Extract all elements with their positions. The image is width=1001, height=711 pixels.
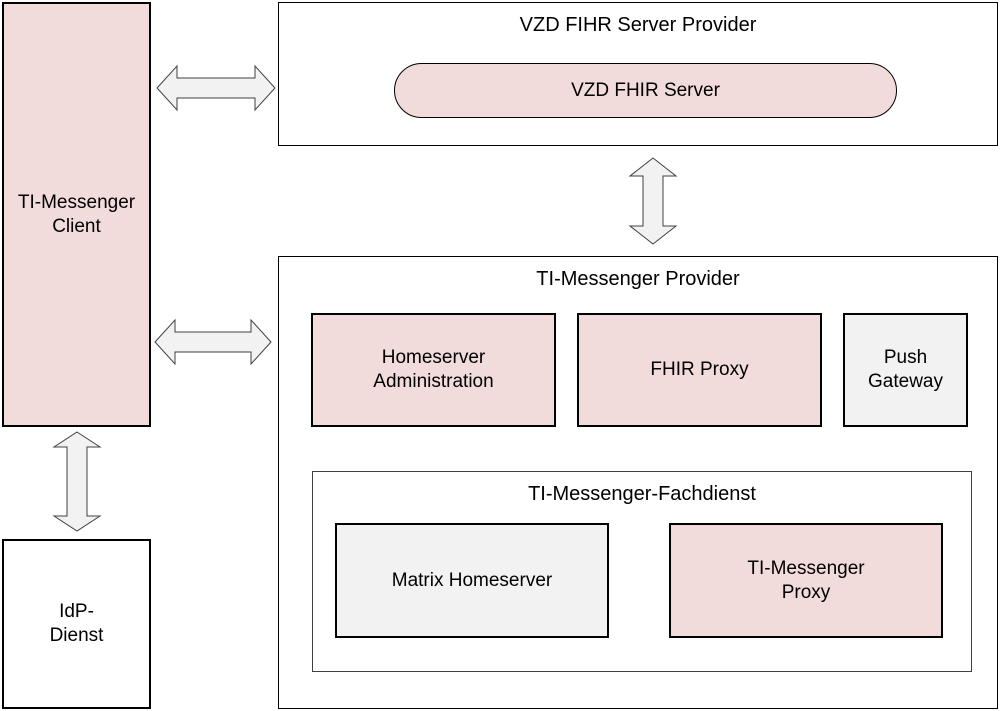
homeserver-administration-box: Homeserver Administration xyxy=(311,313,556,427)
vzd-ti-provider-double-arrow xyxy=(628,157,678,245)
push-gateway-label: Push Gateway xyxy=(868,347,943,392)
vzd-fhir-server-label: VZD FHIR Server xyxy=(571,79,720,101)
client-vzd-arrow-shape xyxy=(156,64,276,112)
ti-messenger-proxy-box: TI-Messenger Proxy xyxy=(669,523,943,638)
client-idp-double-arrow xyxy=(52,431,102,532)
client-vzd-double-arrow xyxy=(156,64,276,112)
vzd-fhir-server-box: VZD FHIR Server xyxy=(394,63,897,118)
ti-messenger-provider-title: TI-Messenger Provider xyxy=(536,268,740,290)
idp-dienst-box: IdP- Dienst xyxy=(2,539,151,709)
client-ti-provider-arrow-shape xyxy=(154,318,272,366)
fhir-proxy-box: FHIR Proxy xyxy=(577,313,822,427)
vzd-ti-provider-arrow-shape xyxy=(628,157,678,245)
ti-messenger-client-box: TI-Messenger Client xyxy=(2,2,151,427)
idp-dienst-label: IdP- Dienst xyxy=(49,601,104,646)
vzd-server-provider-title: VZD FIHR Server Provider xyxy=(519,14,757,36)
homeserver-administration-label: Homeserver Administration xyxy=(373,347,494,392)
ti-messenger-client-label: TI-Messenger Client xyxy=(17,191,136,237)
ti-messenger-proxy-label: TI-Messenger Proxy xyxy=(747,557,865,603)
matrix-homeserver-label: Matrix Homeserver xyxy=(391,569,553,591)
ti-messenger-fachdienst-title: TI-Messenger-Fachdienst xyxy=(528,483,756,505)
push-gateway-box: Push Gateway xyxy=(843,313,968,427)
client-ti-provider-double-arrow xyxy=(154,318,272,366)
fhir-proxy-label: FHIR Proxy xyxy=(650,359,749,380)
client-idp-arrow-shape xyxy=(52,431,102,532)
matrix-homeserver-box: Matrix Homeserver xyxy=(335,523,609,638)
